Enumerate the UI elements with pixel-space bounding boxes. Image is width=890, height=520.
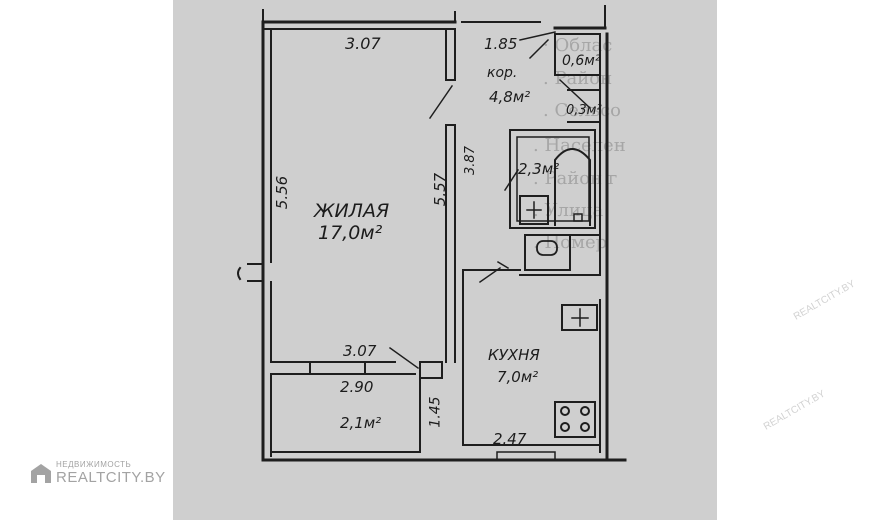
living-room-area: 17,0м² (318, 222, 383, 244)
small-room-area: 0,3м² (566, 103, 602, 118)
bleed-text-6: . Улица (533, 200, 604, 221)
dim-bath-height: 3.87 (462, 146, 478, 175)
dim-left-height: 5.56 (273, 175, 292, 210)
dim-balcony-width: 2.90 (340, 378, 374, 396)
living-door-pointer (428, 84, 454, 120)
living-room-name: ЖИЛАЯ (314, 200, 390, 222)
stove-burner-3 (560, 422, 570, 432)
corridor-pointer-a (528, 38, 550, 60)
stove-burner-1 (560, 406, 570, 416)
corridor-area: 4,8м² (489, 88, 531, 106)
dim-living-bottom: 3.07 (343, 342, 377, 360)
corridor-name: кор. (487, 65, 518, 81)
watermark-brand: REALTCITY.BY (56, 469, 166, 486)
kitchen-window (496, 451, 556, 461)
bleed-text-2: . Район (543, 68, 613, 89)
bleed-text-4: . Населен (533, 135, 626, 156)
closet-pointer (558, 78, 592, 110)
stove-burner-4 (580, 422, 590, 432)
house-logo-icon (31, 464, 51, 483)
bath-sink (519, 195, 549, 225)
bleed-text-3: . Сельсо (543, 100, 622, 121)
dim-kitchen-width: 2.47 (493, 430, 527, 448)
bathtub (554, 148, 591, 226)
kitchen-area: 7,0м² (497, 368, 539, 386)
watermark-tagline: НЕДВИЖИМОСТЬ (56, 460, 132, 469)
stove (554, 401, 596, 438)
kitchen-door-tick (496, 260, 510, 270)
closet-area: 0,6м² (562, 53, 601, 69)
bathroom-area: 2,3м² (518, 160, 560, 178)
stove-burner-2 (580, 406, 590, 416)
corridor-pointer-b (519, 31, 556, 41)
bathroom (509, 129, 596, 229)
kitchen-door-pointer (478, 266, 502, 284)
bath-door-pointer (503, 168, 520, 192)
toilet (536, 240, 558, 256)
partition-column (419, 361, 443, 379)
bleed-text-1: · Облас (543, 35, 613, 56)
balcony-door (309, 361, 366, 375)
dim-top-width: 3.07 (345, 34, 381, 53)
dim-balcony-depth: 1.45 (427, 396, 444, 428)
balcony-area: 2,1м² (340, 414, 382, 432)
left-opening-arc (237, 266, 242, 281)
dim-partition-height: 5.57 (431, 172, 450, 207)
bath-drain (573, 213, 583, 222)
living-dim-pointer (388, 346, 420, 370)
toilet-room (524, 234, 571, 271)
kitchen-sink (561, 304, 598, 331)
dim-corridor-width: 1.85 (484, 35, 518, 53)
kitchen-name: КУХНЯ (488, 346, 540, 364)
